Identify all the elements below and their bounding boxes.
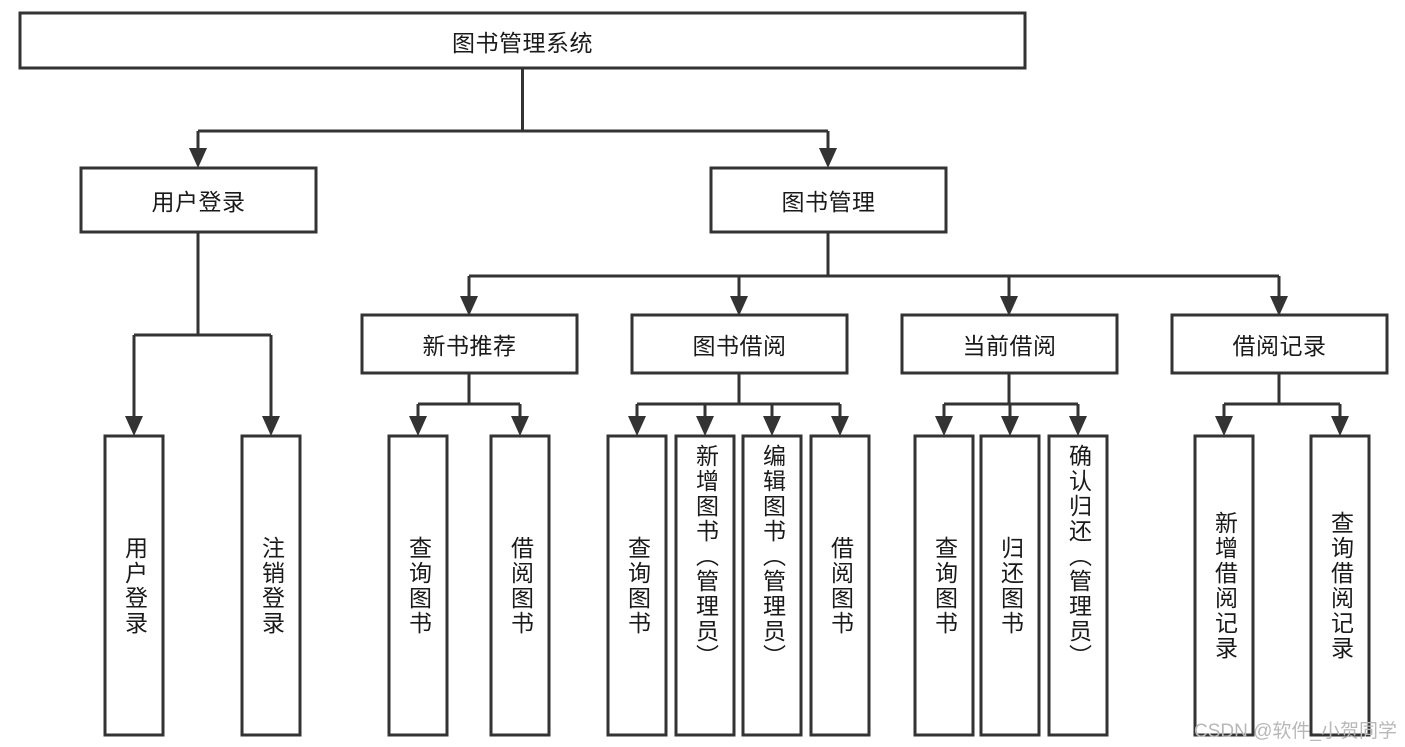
node-box-user-login[interactable] bbox=[79, 166, 318, 234]
arrow-head-book-manage bbox=[819, 148, 837, 168]
connector-group-book-manage bbox=[460, 232, 1288, 316]
arrow-head-leaf-query-book-b bbox=[628, 416, 646, 436]
arrow-head-current-borrow bbox=[1000, 296, 1018, 316]
node-box-leaf-confirm-return[interactable] bbox=[1047, 434, 1109, 737]
arrow-head-book-borrow bbox=[730, 296, 748, 316]
connector-group-borrow-record bbox=[1215, 373, 1349, 436]
arrow-head-leaf-borrow-book-b bbox=[831, 416, 849, 436]
arrow-head-leaf-add-book bbox=[696, 416, 714, 436]
arrow-head-leaf-user-login bbox=[125, 416, 143, 436]
node-box-leaf-query-book-b[interactable] bbox=[606, 434, 668, 737]
arrow-head-leaf-logout bbox=[262, 416, 280, 436]
connector-group-user-login bbox=[125, 232, 280, 436]
arrow-head-leaf-borrow-book-a bbox=[511, 416, 529, 436]
arrow-head-borrow-record bbox=[1270, 296, 1288, 316]
node-box-leaf-query-book-a[interactable] bbox=[387, 434, 449, 737]
connector-group-new-book-rec bbox=[409, 373, 529, 436]
connector-group-current-borrow bbox=[935, 373, 1087, 436]
node-box-leaf-edit-book[interactable] bbox=[741, 434, 803, 737]
node-box-leaf-add-book[interactable] bbox=[674, 434, 736, 737]
node-box-new-book-rec[interactable] bbox=[360, 313, 579, 375]
arrow-head-leaf-return-book bbox=[1001, 416, 1019, 436]
node-box-borrow-record[interactable] bbox=[1170, 313, 1389, 375]
arrow-head-leaf-query-book-c bbox=[935, 416, 953, 436]
node-box-leaf-query-book-c[interactable] bbox=[913, 434, 975, 737]
connector-group-book-borrow bbox=[628, 373, 849, 436]
node-box-leaf-borrow-book-b[interactable] bbox=[809, 434, 871, 737]
arrow-head-new-book-rec bbox=[460, 296, 478, 316]
node-box-leaf-borrow-book-a[interactable] bbox=[489, 434, 551, 737]
node-box-leaf-query-record[interactable] bbox=[1309, 434, 1371, 737]
node-box-leaf-user-login[interactable] bbox=[103, 434, 165, 737]
node-box-book-borrow[interactable] bbox=[630, 313, 849, 375]
node-box-leaf-return-book[interactable] bbox=[979, 434, 1041, 737]
node-box-current-borrow[interactable] bbox=[900, 313, 1119, 375]
node-box-leaf-add-record[interactable] bbox=[1193, 434, 1255, 737]
arrow-head-leaf-confirm-return bbox=[1069, 416, 1087, 436]
arrow-head-leaf-add-record bbox=[1215, 416, 1233, 436]
node-box-leaf-logout[interactable] bbox=[240, 434, 302, 737]
node-box-root[interactable] bbox=[18, 11, 1027, 70]
connector-group-root bbox=[189, 68, 837, 168]
arrow-head-leaf-edit-book bbox=[763, 416, 781, 436]
arrow-head-leaf-query-record bbox=[1331, 416, 1349, 436]
arrow-head-user-login bbox=[189, 148, 207, 168]
node-box-book-manage[interactable] bbox=[709, 166, 948, 234]
arrow-head-leaf-query-book-a bbox=[409, 416, 427, 436]
